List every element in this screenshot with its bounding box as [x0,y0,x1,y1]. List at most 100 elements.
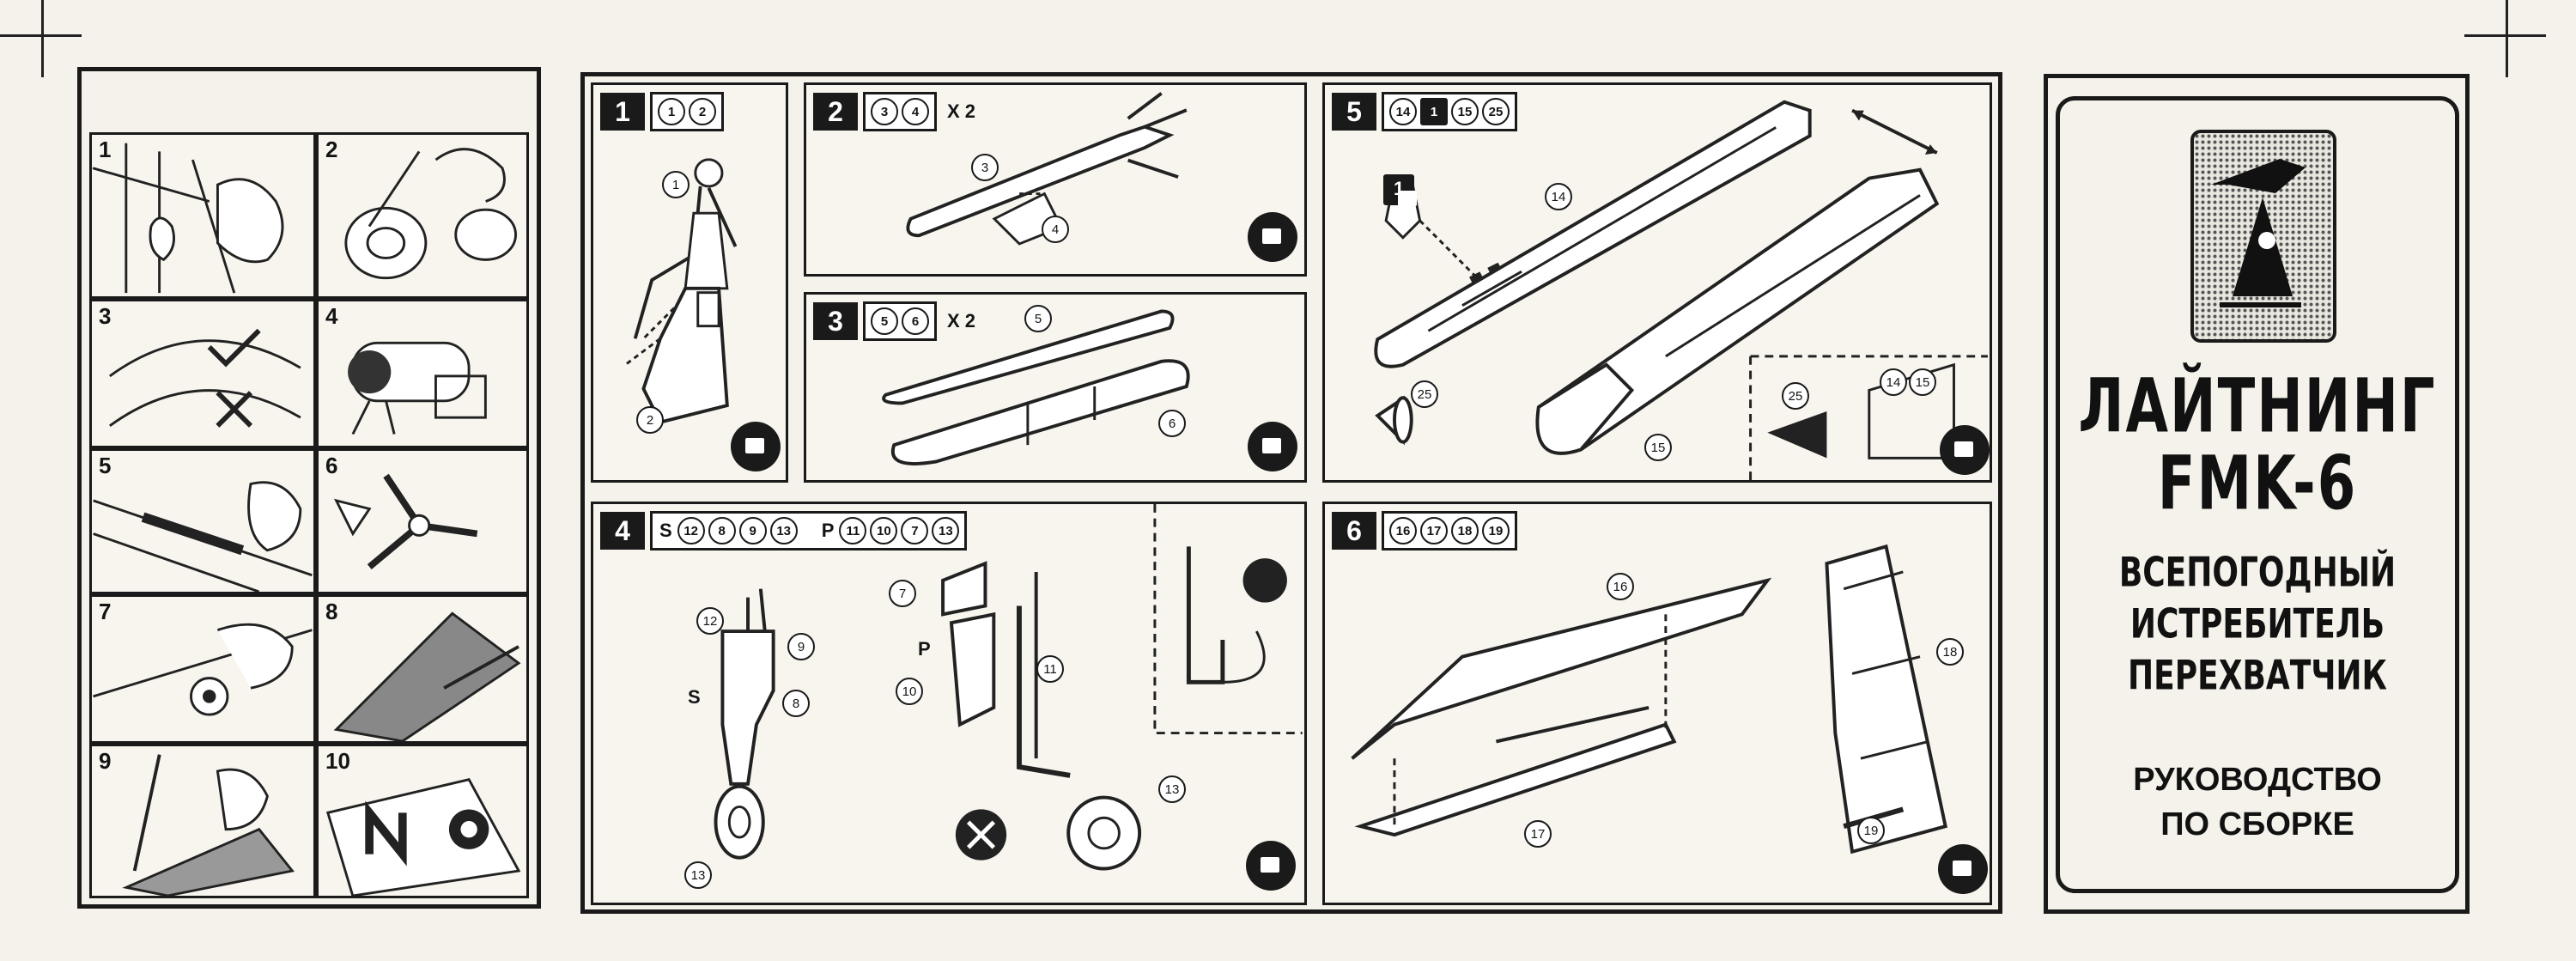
step-number: 3 [813,302,858,340]
tip-number: 5 [99,453,112,478]
tip-cell-6: 6 [316,448,529,594]
propeller-illustration [333,473,478,570]
tip-number: 3 [99,303,112,329]
part-number: 7 [901,517,929,544]
tip-cell-5: 5 [89,448,316,594]
part-number: 17 [1420,517,1448,544]
callout: 16 [1607,573,1634,600]
brush-illustration [122,754,295,896]
step-header: 5 14 1 15 25 [1332,92,1517,131]
glue-illustration [93,623,313,716]
part-number: 5 [871,307,898,335]
part-number: 9 [738,517,767,544]
callout: 8 [782,690,810,717]
tip-number: 6 [325,453,338,478]
part-number: 10 [870,517,898,544]
parts-list: 5 6 [863,301,937,341]
step-6-panel: 6 16 17 18 19 16 18 17 19 [1322,502,1992,905]
part-number: 8 [708,517,736,544]
tip-cell-7: 7 [89,594,316,744]
painting-illustration [333,611,521,741]
part-number: 13 [932,517,960,544]
side-label: P [821,520,835,541]
manual-title: РУКОВОДСТВО [2133,762,2382,798]
part-number: 16 [1389,517,1417,544]
landing-gear-drawing [714,504,1303,871]
step-number: 2 [813,93,858,131]
step-header: 6 16 17 18 19 [1332,511,1517,550]
cover-panel: ЛАЙТНИНГ FMK-6 ВСЕПОГОДНЫЙ ИСТРЕБИТЕЛЬ П… [2056,96,2459,893]
step-header: 4 S 12 8 9 13 P 11 10 7 13 [600,511,968,550]
logo-figure [2211,159,2306,307]
tip-cell-1: 1 [89,132,316,299]
quantity-label: X 2 [947,100,976,122]
part-number: 1 [1420,98,1448,125]
step-number: 5 [1332,93,1376,131]
aircraft-type-line: ВСЕПОГОДНЫЙ [2118,550,2397,597]
part-number: 6 [902,307,929,335]
tip-number: 8 [325,599,338,624]
callout: 1 [662,171,690,198]
tip-number: 9 [99,748,112,774]
part-number: 11 [839,517,867,544]
parts-list: 14 1 15 25 [1382,92,1517,131]
step-4-panel: 4 S 12 8 9 13 P 11 10 7 13 12 [591,502,1307,905]
side-label: P [918,638,931,660]
cement-icon [1940,425,1990,475]
tip-number: 7 [99,599,112,624]
pilot-and-seat-drawing [626,158,738,424]
step-header: 2 3 4 X 2 [813,92,975,131]
callout: 15 [1644,434,1672,461]
callout: 10 [896,678,923,705]
tip-number: 2 [325,137,338,162]
callout: 6 [1158,410,1186,437]
callout: 2 [636,406,664,434]
fuselage-assembly-drawing [1374,100,1988,480]
tip-number: 1 [99,137,112,162]
step-1-panel: 1 1 2 1 2 [591,82,788,483]
part-number: 14 [1389,98,1417,125]
callout: 9 [787,633,815,660]
part-number: 12 [677,517,705,544]
callout: 17 [1524,820,1552,848]
model-designation: FMK-6 [2157,441,2358,527]
callout: 14 [1880,368,1907,396]
part-number: 1 [658,98,685,125]
tip-number: 4 [325,303,338,329]
tip-cell-8: 8 [316,594,529,744]
step-number: 1 [600,93,645,131]
cement-icon [1248,212,1297,262]
crop-mark [41,0,44,77]
parts-list: S 12 8 9 13 P 11 10 7 13 [650,511,968,550]
tip-cell-9: 9 [89,744,316,898]
callout: 25 [1782,382,1809,410]
tip-cell-10: 10 [316,744,529,898]
decal-n-illustration [325,778,521,896]
parts-list: 1 2 [650,92,724,131]
cement-icon [1246,841,1296,891]
part-number: 3 [871,98,898,125]
cement-icon [731,422,781,471]
engine-illustration [348,341,487,435]
crop-mark [2464,34,2546,37]
callout: 13 [684,861,712,889]
part-number: 18 [1451,517,1479,544]
step-reference-badge [1383,174,1417,206]
cement-icon [1248,422,1297,471]
model-name: ЛАЙТНИНГ [2078,364,2437,450]
side-label: S [688,686,701,708]
callout: 5 [1024,305,1052,332]
step-number: 4 [600,512,645,550]
step-5-panel: 5 14 1 15 25 1 14 25 15 25 14 15 [1322,82,1992,483]
callout: 25 [1411,380,1438,408]
part-number: 15 [1451,98,1479,125]
callout: 4 [1042,216,1069,243]
tip-cell-4: 4 [316,299,529,448]
manufacturer-logo [2190,130,2336,343]
part-number: 13 [769,517,798,544]
callout: 13 [1158,775,1186,803]
side-label: S [659,520,672,541]
callout: 14 [1545,183,1572,210]
canopy-illustration [109,328,301,428]
step-header: 3 5 6 X 2 [813,301,975,341]
